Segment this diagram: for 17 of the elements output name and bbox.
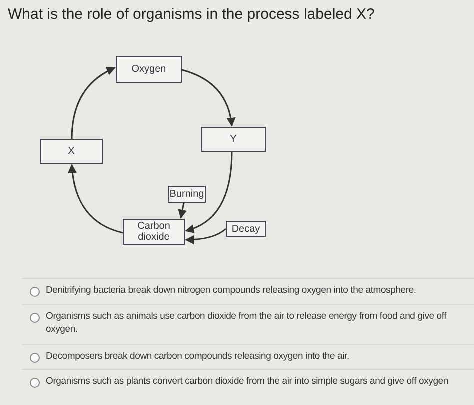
arrow: [185, 152, 233, 233]
answer-option: Organisms such as animals use carbon dioxide from the air to release energy from food and give off oxygen.: [46, 310, 472, 336]
process-box: X: [40, 139, 103, 164]
arrow: [185, 228, 226, 244]
answer-option: Organisms such as plants convert carbon dioxide from the air into simple sugars and give off oxygen: [46, 375, 448, 388]
process-box: Decay: [226, 221, 266, 237]
arrow: [68, 164, 124, 234]
process-box: Carbon dioxide: [123, 219, 185, 245]
process-box: Burning: [168, 186, 206, 203]
arrow: [178, 202, 187, 219]
process-box: Oxygen: [116, 56, 182, 83]
question-text: What is the role of organisms in the process labeled X?: [8, 6, 375, 23]
arrow: [71, 67, 116, 140]
answer-option: Decomposers break down carbon compounds releasing oxygen into the air.: [46, 350, 350, 363]
arrow: [182, 69, 236, 127]
process-box: Y: [201, 127, 266, 152]
answer-option: Denitrifying bacteria break down nitrogen compounds releasing oxygen into the atmosphere.: [46, 284, 416, 297]
